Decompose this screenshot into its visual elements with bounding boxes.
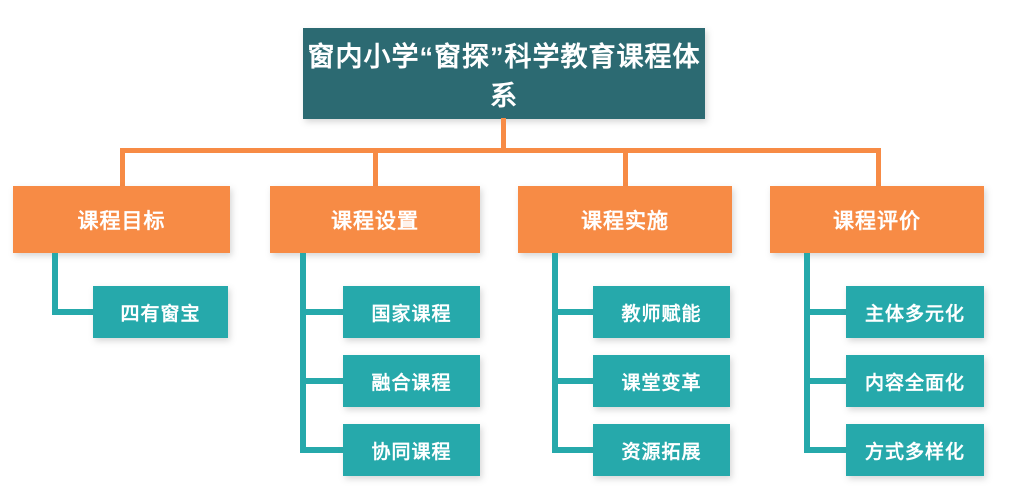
branch-node-goals: 课程目标: [13, 186, 230, 253]
leaf-node-diverse-subjects: 主体多元化: [846, 286, 984, 338]
leaf-node-collaborative-curriculum: 协同课程: [343, 424, 480, 476]
connector-branch1-elbow-1: [52, 309, 93, 315]
root-node: 窗内小学“窗探”科学教育课程体系: [303, 28, 705, 119]
connector-branch4-vline: [804, 253, 810, 453]
connector-branch3-elbow-3: [552, 447, 593, 453]
branch-node-implementation: 课程实施: [518, 186, 732, 253]
connector-branch2-elbow-3: [300, 447, 343, 453]
connector-branch3-vline: [552, 253, 558, 453]
connector-branch4-elbow-3: [804, 447, 846, 453]
branch-node-setup: 课程设置: [270, 186, 480, 253]
connector-drop-branch-1: [120, 150, 125, 186]
connector-branch4-elbow-2: [804, 378, 846, 384]
connector-branch1-vline: [52, 253, 58, 315]
connector-drop-branch-4: [876, 150, 881, 186]
connector-branch3-elbow-2: [552, 378, 593, 384]
connector-drop-branch-2: [373, 150, 378, 186]
leaf-node-integrated-curriculum: 融合课程: [343, 355, 480, 407]
leaf-node-national-curriculum: 国家课程: [343, 286, 480, 338]
leaf-node-four-haves: 四有窗宝: [93, 286, 228, 338]
branch-node-evaluation: 课程评价: [770, 186, 984, 253]
leaf-node-resource-expansion: 资源拓展: [593, 424, 730, 476]
leaf-node-varied-methods: 方式多样化: [846, 424, 984, 476]
leaf-node-comprehensive-content: 内容全面化: [846, 355, 984, 407]
connector-branch4-elbow-1: [804, 309, 846, 315]
connector-drop-branch-3: [623, 150, 628, 186]
leaf-node-classroom-reform: 课堂变革: [593, 355, 730, 407]
connector-branch2-vline: [300, 253, 306, 453]
connector-root-stem: [501, 118, 506, 151]
connector-branch2-elbow-1: [300, 309, 343, 315]
connector-trunk-hline: [120, 148, 881, 153]
leaf-node-teacher-empowerment: 教师赋能: [593, 286, 730, 338]
connector-branch3-elbow-1: [552, 309, 593, 315]
connector-branch2-elbow-2: [300, 378, 343, 384]
